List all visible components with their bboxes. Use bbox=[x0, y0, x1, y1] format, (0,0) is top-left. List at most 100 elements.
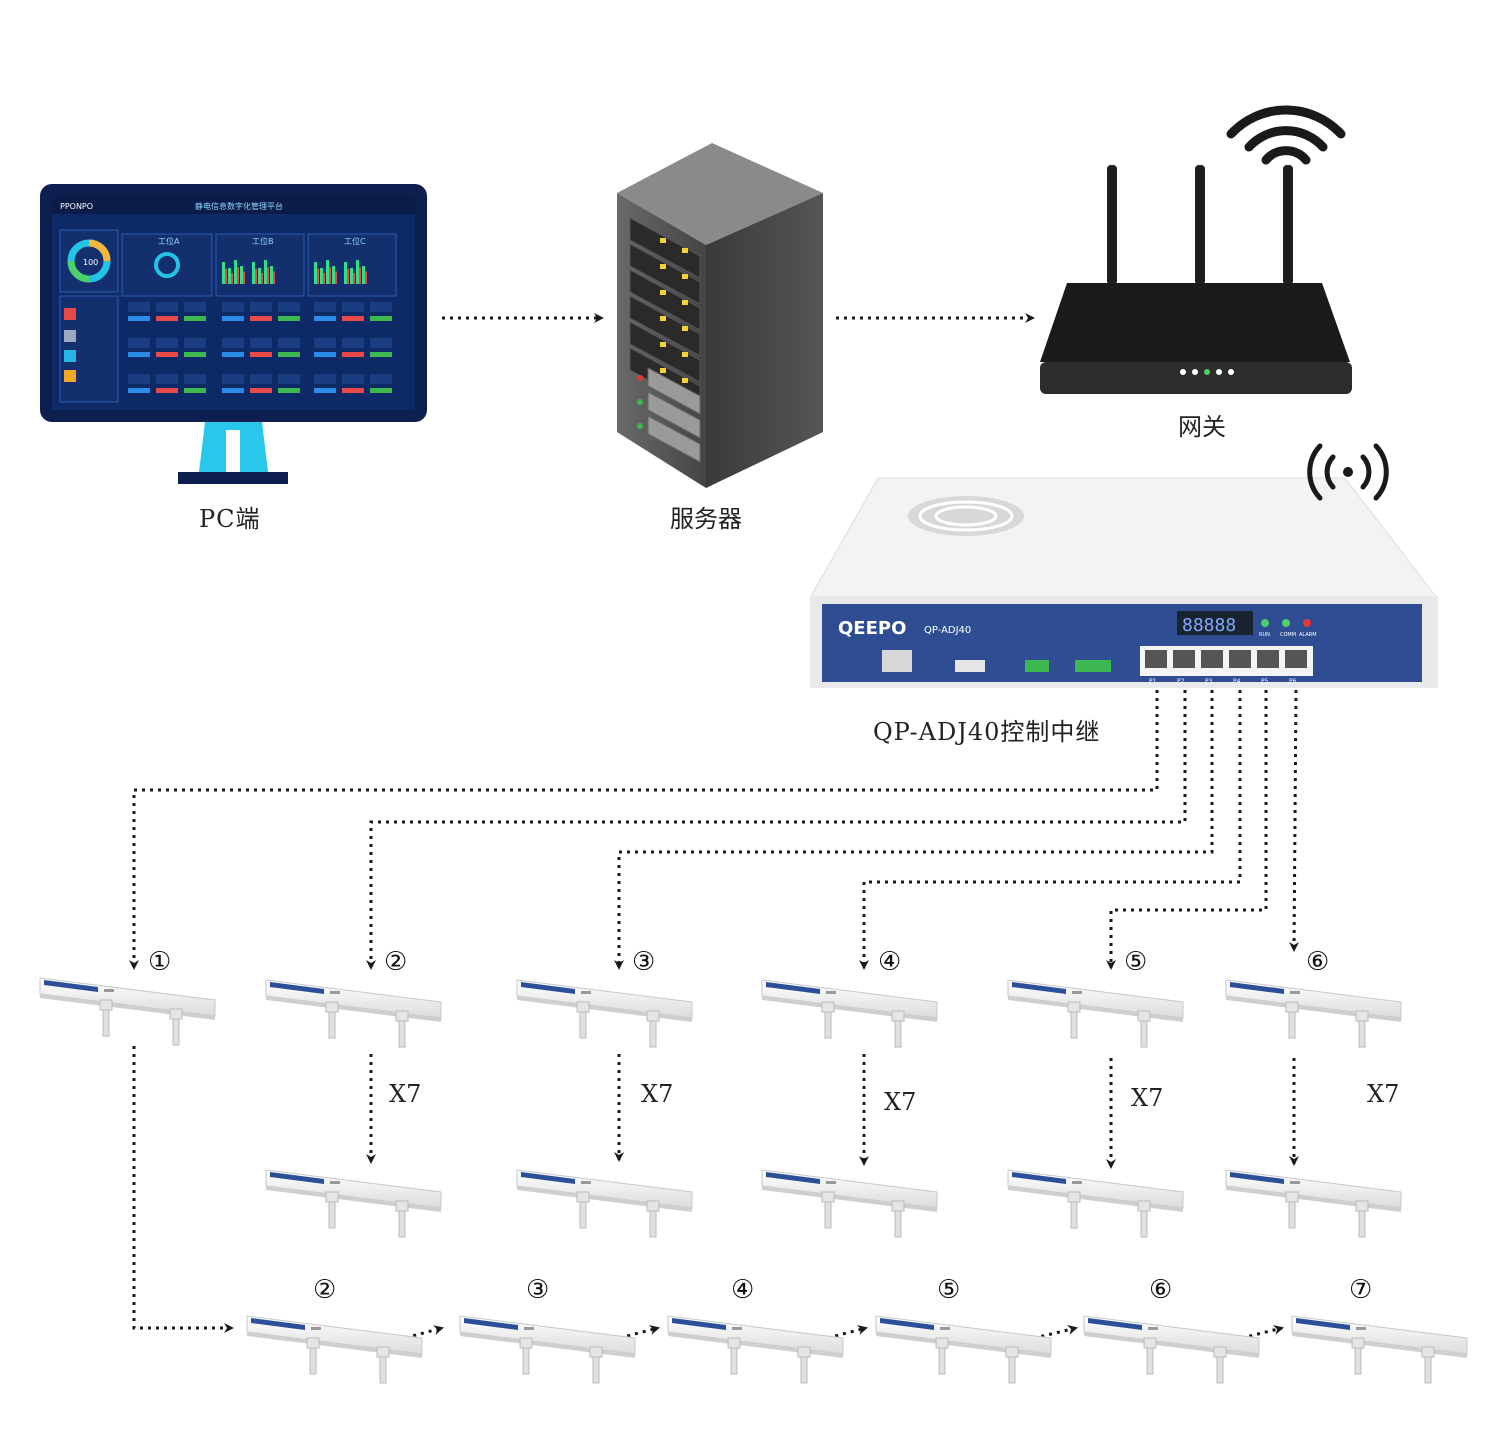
mini-bar bbox=[350, 268, 353, 284]
screen-tile-tag bbox=[184, 316, 206, 321]
screen-tile bbox=[128, 338, 150, 348]
rack-unit bbox=[629, 243, 701, 305]
screen-tile-tag bbox=[222, 388, 244, 393]
mini-bar bbox=[252, 262, 255, 284]
screen-tile bbox=[278, 374, 300, 384]
mini-bar bbox=[326, 260, 329, 284]
screen-tile-tag bbox=[156, 316, 178, 321]
screen-tile bbox=[128, 374, 150, 384]
screen-tile bbox=[184, 302, 206, 312]
ionizer-bar bbox=[265, 1169, 442, 1238]
chain-number: ④ bbox=[731, 1275, 755, 1305]
rack-drive bbox=[647, 415, 701, 463]
ionizer-bar bbox=[516, 979, 693, 1048]
screen-tile-tag bbox=[370, 316, 392, 321]
screen-tile bbox=[370, 374, 392, 384]
rack-unit bbox=[629, 269, 701, 331]
gateway-label: 网关 bbox=[1178, 413, 1226, 441]
led-comm: COMM bbox=[1280, 632, 1296, 638]
multiplier-label: X7 bbox=[641, 1080, 674, 1108]
chain-number: ⑥ bbox=[1149, 1275, 1173, 1305]
ionizer-bar bbox=[761, 1169, 938, 1238]
rack-status-led bbox=[637, 375, 643, 381]
ionizer-bar bbox=[761, 979, 938, 1048]
mini-bar bbox=[240, 266, 243, 284]
mini-bar bbox=[320, 268, 323, 284]
route-line bbox=[1289, 689, 1300, 952]
ionizer-bar bbox=[667, 1315, 844, 1384]
relay-port-label: P1 bbox=[1149, 678, 1157, 685]
mini-bar bbox=[323, 272, 325, 284]
screen-tile bbox=[314, 302, 336, 312]
relay-display: 88888 bbox=[1182, 615, 1236, 636]
mini-bar bbox=[261, 272, 263, 284]
panel-a-label: 工位A bbox=[158, 236, 180, 246]
chain-number: ② bbox=[313, 1275, 337, 1305]
rack-drive bbox=[647, 367, 701, 415]
multiplier-label: X7 bbox=[1131, 1084, 1164, 1112]
multiplier-label: X7 bbox=[389, 1080, 422, 1108]
rack-led bbox=[660, 342, 666, 347]
chain-number: ③ bbox=[526, 1275, 550, 1305]
mini-bar bbox=[273, 271, 275, 284]
screen-center-value: 100 bbox=[83, 258, 98, 267]
screen-tile-tag bbox=[128, 316, 150, 321]
rack-led bbox=[682, 326, 688, 331]
route-line bbox=[366, 690, 1187, 970]
screen-tile-tag bbox=[314, 352, 336, 357]
screen-tile-tag bbox=[222, 352, 244, 357]
mini-bar bbox=[356, 260, 359, 284]
screen-tile bbox=[278, 302, 300, 312]
relay-model: QP-ADJ40 bbox=[924, 625, 971, 636]
ionizer-bar bbox=[1225, 979, 1402, 1048]
server-icon bbox=[617, 143, 823, 488]
screen-tile bbox=[250, 338, 272, 348]
rack-led bbox=[660, 264, 666, 269]
screen-tile-tag bbox=[278, 352, 300, 357]
mini-bar bbox=[228, 268, 231, 284]
screen-tile bbox=[250, 302, 272, 312]
screen-tile bbox=[314, 338, 336, 348]
ionizer-bar bbox=[459, 1315, 636, 1384]
branch-number: ⑥ bbox=[1306, 947, 1330, 977]
branch-number: ① bbox=[148, 947, 172, 977]
rack-led bbox=[660, 238, 666, 243]
screen-tile-tag bbox=[128, 388, 150, 393]
led-alarm: ALARM bbox=[1299, 632, 1317, 638]
screen-tile bbox=[184, 338, 206, 348]
rack-led bbox=[682, 248, 688, 253]
branch-number: ③ bbox=[632, 947, 656, 977]
screen-tile-tag bbox=[128, 352, 150, 357]
multiplier-label: X7 bbox=[884, 1088, 917, 1116]
screen-tile-tag bbox=[370, 352, 392, 357]
ionizer-bar bbox=[39, 977, 216, 1046]
screen-tile-tag bbox=[278, 388, 300, 393]
screen-tile bbox=[184, 374, 206, 384]
mini-bar bbox=[225, 268, 227, 284]
rack-unit bbox=[629, 295, 701, 357]
radio-signal-icon bbox=[1307, 443, 1389, 501]
rack-led bbox=[660, 368, 666, 373]
screen-tile bbox=[342, 302, 364, 312]
chain-arrow bbox=[132, 1046, 234, 1333]
relay-port bbox=[1173, 650, 1195, 668]
screen-tile-tag bbox=[370, 388, 392, 393]
screen-tile bbox=[278, 338, 300, 348]
mini-bar bbox=[317, 268, 319, 284]
rack-led bbox=[660, 290, 666, 295]
screen-tile bbox=[314, 374, 336, 384]
relay-port-label: P5 bbox=[1261, 678, 1269, 685]
screen-tile-tag bbox=[184, 388, 206, 393]
ionizer-bar bbox=[875, 1315, 1052, 1384]
relay-brand: QEEPO bbox=[838, 618, 906, 639]
screen-brand: PPONPO bbox=[60, 202, 93, 211]
multiplier-label: X7 bbox=[1367, 1080, 1400, 1108]
ionizer-bar bbox=[1225, 1169, 1402, 1238]
screen-tile bbox=[342, 338, 364, 348]
rack-unit bbox=[629, 321, 701, 383]
route-line bbox=[614, 690, 1214, 970]
mini-bar bbox=[353, 272, 355, 284]
panel-b-label: 工位B bbox=[252, 236, 274, 246]
screen-tile bbox=[342, 374, 364, 384]
